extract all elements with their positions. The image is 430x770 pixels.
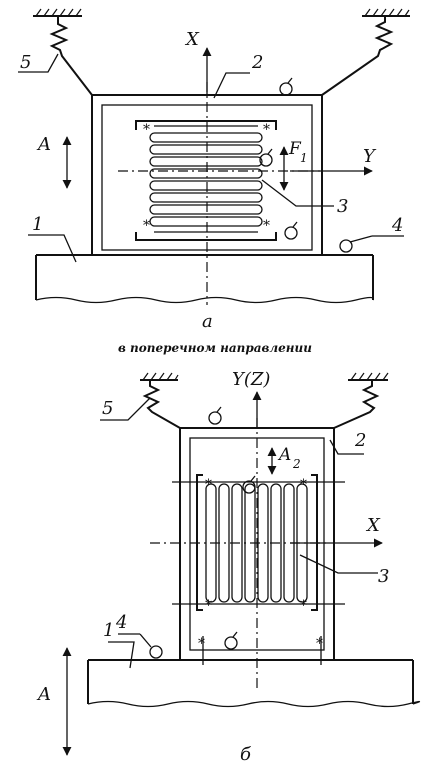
leader-line-1 [28, 234, 77, 263]
excitation-label-a: A [36, 134, 51, 155]
ceiling-support-left [140, 372, 179, 381]
part-number-4: 4 [115, 612, 127, 633]
figure-b: * * * * * * Y(Z) X A 2 A [36, 369, 420, 765]
excitation-label-a: A [36, 684, 51, 705]
force-label-f-sub: 1 [300, 151, 308, 165]
bolt-mark-icon: * [205, 598, 212, 614]
part-number-3: 3 [337, 196, 348, 217]
bolt-mark-icon: * [263, 218, 270, 234]
sensor-icon [339, 235, 373, 253]
ceiling-support-right [362, 8, 410, 17]
spring-right [321, 16, 394, 96]
leader-line-3 [261, 179, 334, 207]
section-title: в поперечном направлении [118, 341, 312, 355]
vibration-table-base [35, 254, 375, 304]
caption-a: а [202, 311, 213, 332]
excitation-label-a2-sub: 2 [292, 457, 301, 471]
force-label-f: F [288, 139, 302, 159]
axis-x-label: X [184, 29, 200, 50]
part-number-1: 1 [32, 214, 43, 235]
bolt-mark-icon: * [205, 477, 212, 493]
ceiling-support-left [33, 8, 82, 17]
bolt-mark-icon: * [263, 122, 270, 138]
axis-top-label: Y(Z) [232, 369, 270, 390]
caption-b: б [240, 744, 252, 765]
bolt-mark-icon: * [143, 122, 150, 138]
excitation-label-a2: A [277, 445, 291, 465]
leader-line-1 [108, 641, 135, 669]
flange-bottom [135, 232, 277, 241]
leader-line-2 [329, 439, 364, 455]
bolt-mark-icon: * [198, 636, 205, 652]
leader-line-5 [18, 53, 59, 73]
sensor-icon [259, 148, 273, 167]
part-number-5: 5 [102, 398, 113, 419]
axis-y-label: Y [363, 146, 377, 167]
sensor-icon [224, 631, 238, 650]
sensor-icon [139, 633, 163, 659]
bolt-mark-icon: * [300, 477, 307, 493]
sensor-icon [284, 221, 298, 240]
leader-line-2 [213, 72, 250, 99]
bolt-mark-icon: * [300, 598, 307, 614]
sensor-icon [208, 406, 222, 425]
bolt-mark-icon: * [316, 636, 323, 652]
spring-left [142, 380, 181, 429]
sensor-icon [279, 77, 293, 96]
axis-x-label: X [365, 515, 381, 536]
ceiling-support-right [348, 372, 389, 381]
leader-line-3 [299, 554, 378, 574]
part-number-2: 2 [251, 52, 263, 73]
sensor-icon [242, 475, 256, 494]
bellows-specimen [149, 125, 263, 233]
part-number-3: 3 [378, 566, 389, 587]
figure-a: * * * * X Y A F 1 [18, 8, 410, 332]
bolt-mark-icon: * [143, 218, 150, 234]
part-number-4: 4 [391, 215, 403, 236]
flange-top [135, 120, 277, 130]
leader-line-5 [100, 397, 151, 421]
spring-left [49, 16, 93, 96]
part-number-2: 2 [354, 430, 366, 451]
part-number-5: 5 [20, 52, 31, 73]
vibration-table-base [87, 659, 420, 708]
spring-right [333, 380, 380, 429]
part-number-1: 1 [103, 620, 114, 641]
